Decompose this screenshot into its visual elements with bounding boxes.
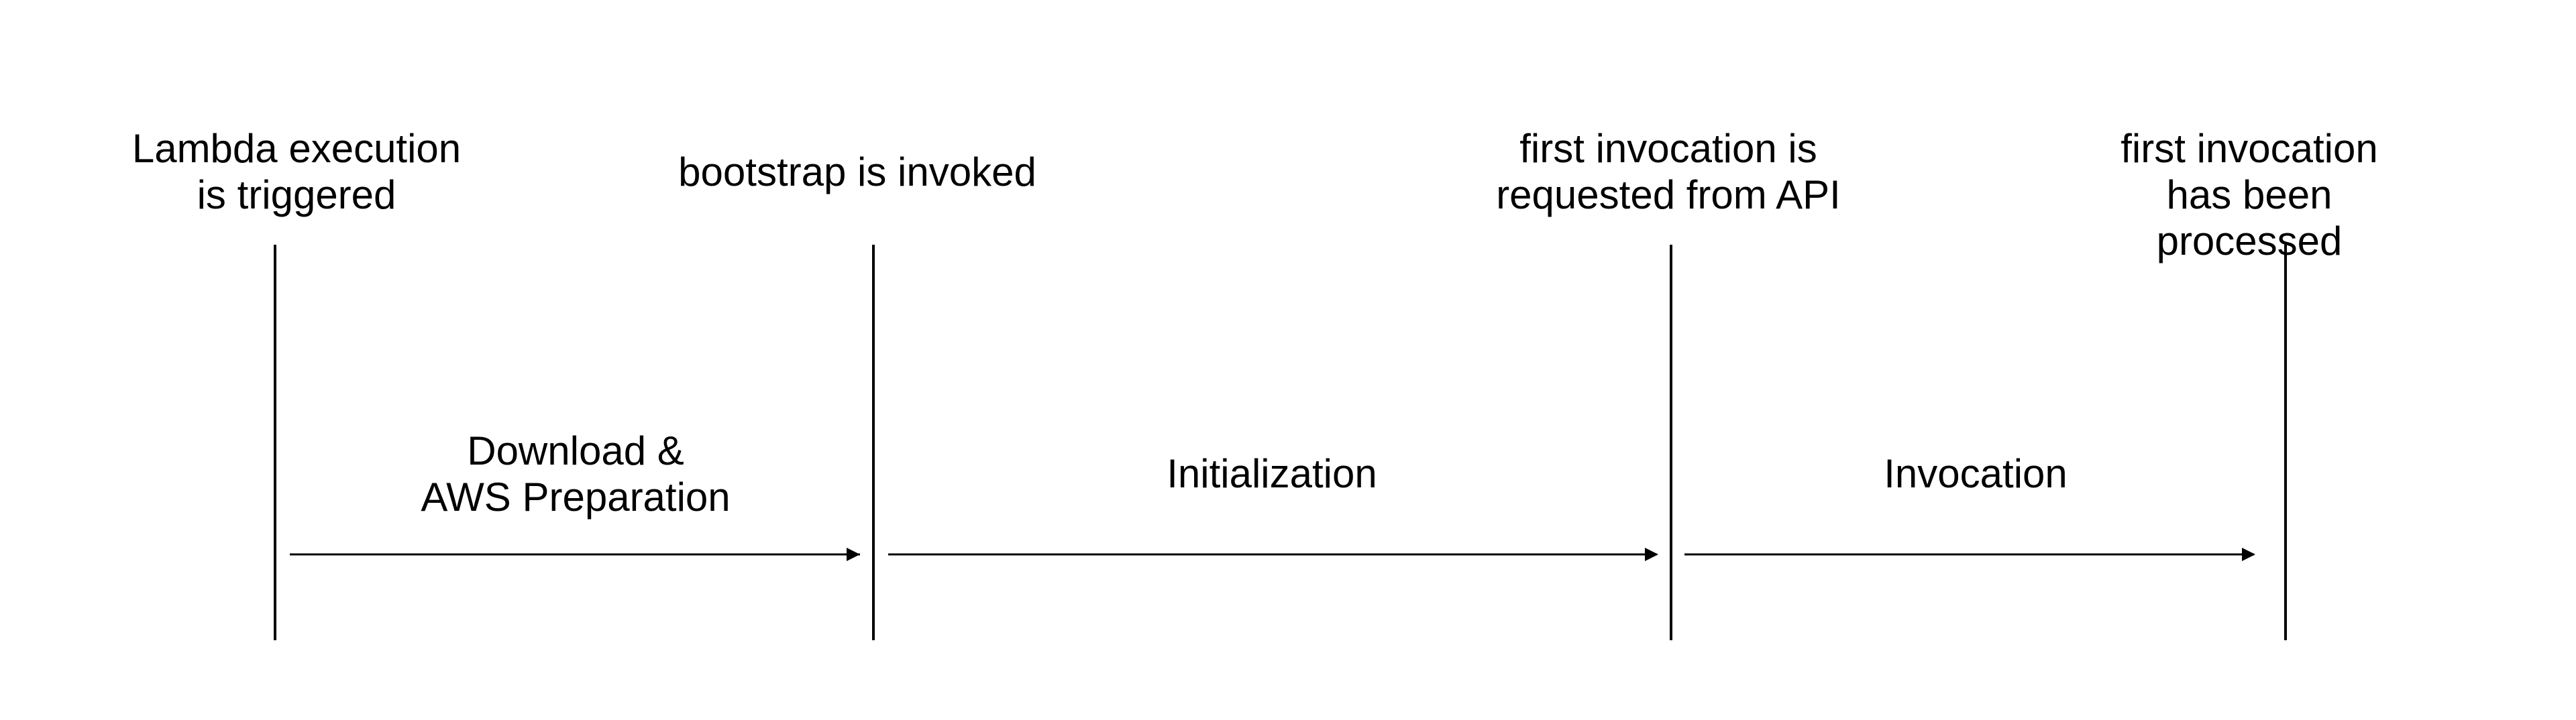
- phase-label-download: Download & AWS Preparation: [421, 428, 731, 520]
- event-line-first-processed: [2284, 245, 2287, 640]
- event-label-trigger: Lambda execution is triggered: [131, 126, 462, 217]
- phase-label-invocation: Invocation: [1884, 451, 2068, 496]
- event-line-bootstrap: [872, 245, 875, 640]
- event-label-first-processed: first invocation has been processed: [2121, 126, 2378, 263]
- event-line-first-request: [1670, 245, 1672, 640]
- event-line-trigger: [274, 245, 276, 640]
- event-label-first-request: first invocation is requested from API: [1496, 126, 1841, 217]
- phase-arrow-initialization-head: [1645, 548, 1658, 561]
- phase-arrow-download-head: [847, 548, 860, 561]
- phase-arrow-invocation-head: [2242, 548, 2255, 561]
- event-label-bootstrap: bootstrap is invoked: [678, 149, 1036, 194]
- phase-label-initialization: Initialization: [1167, 451, 1377, 496]
